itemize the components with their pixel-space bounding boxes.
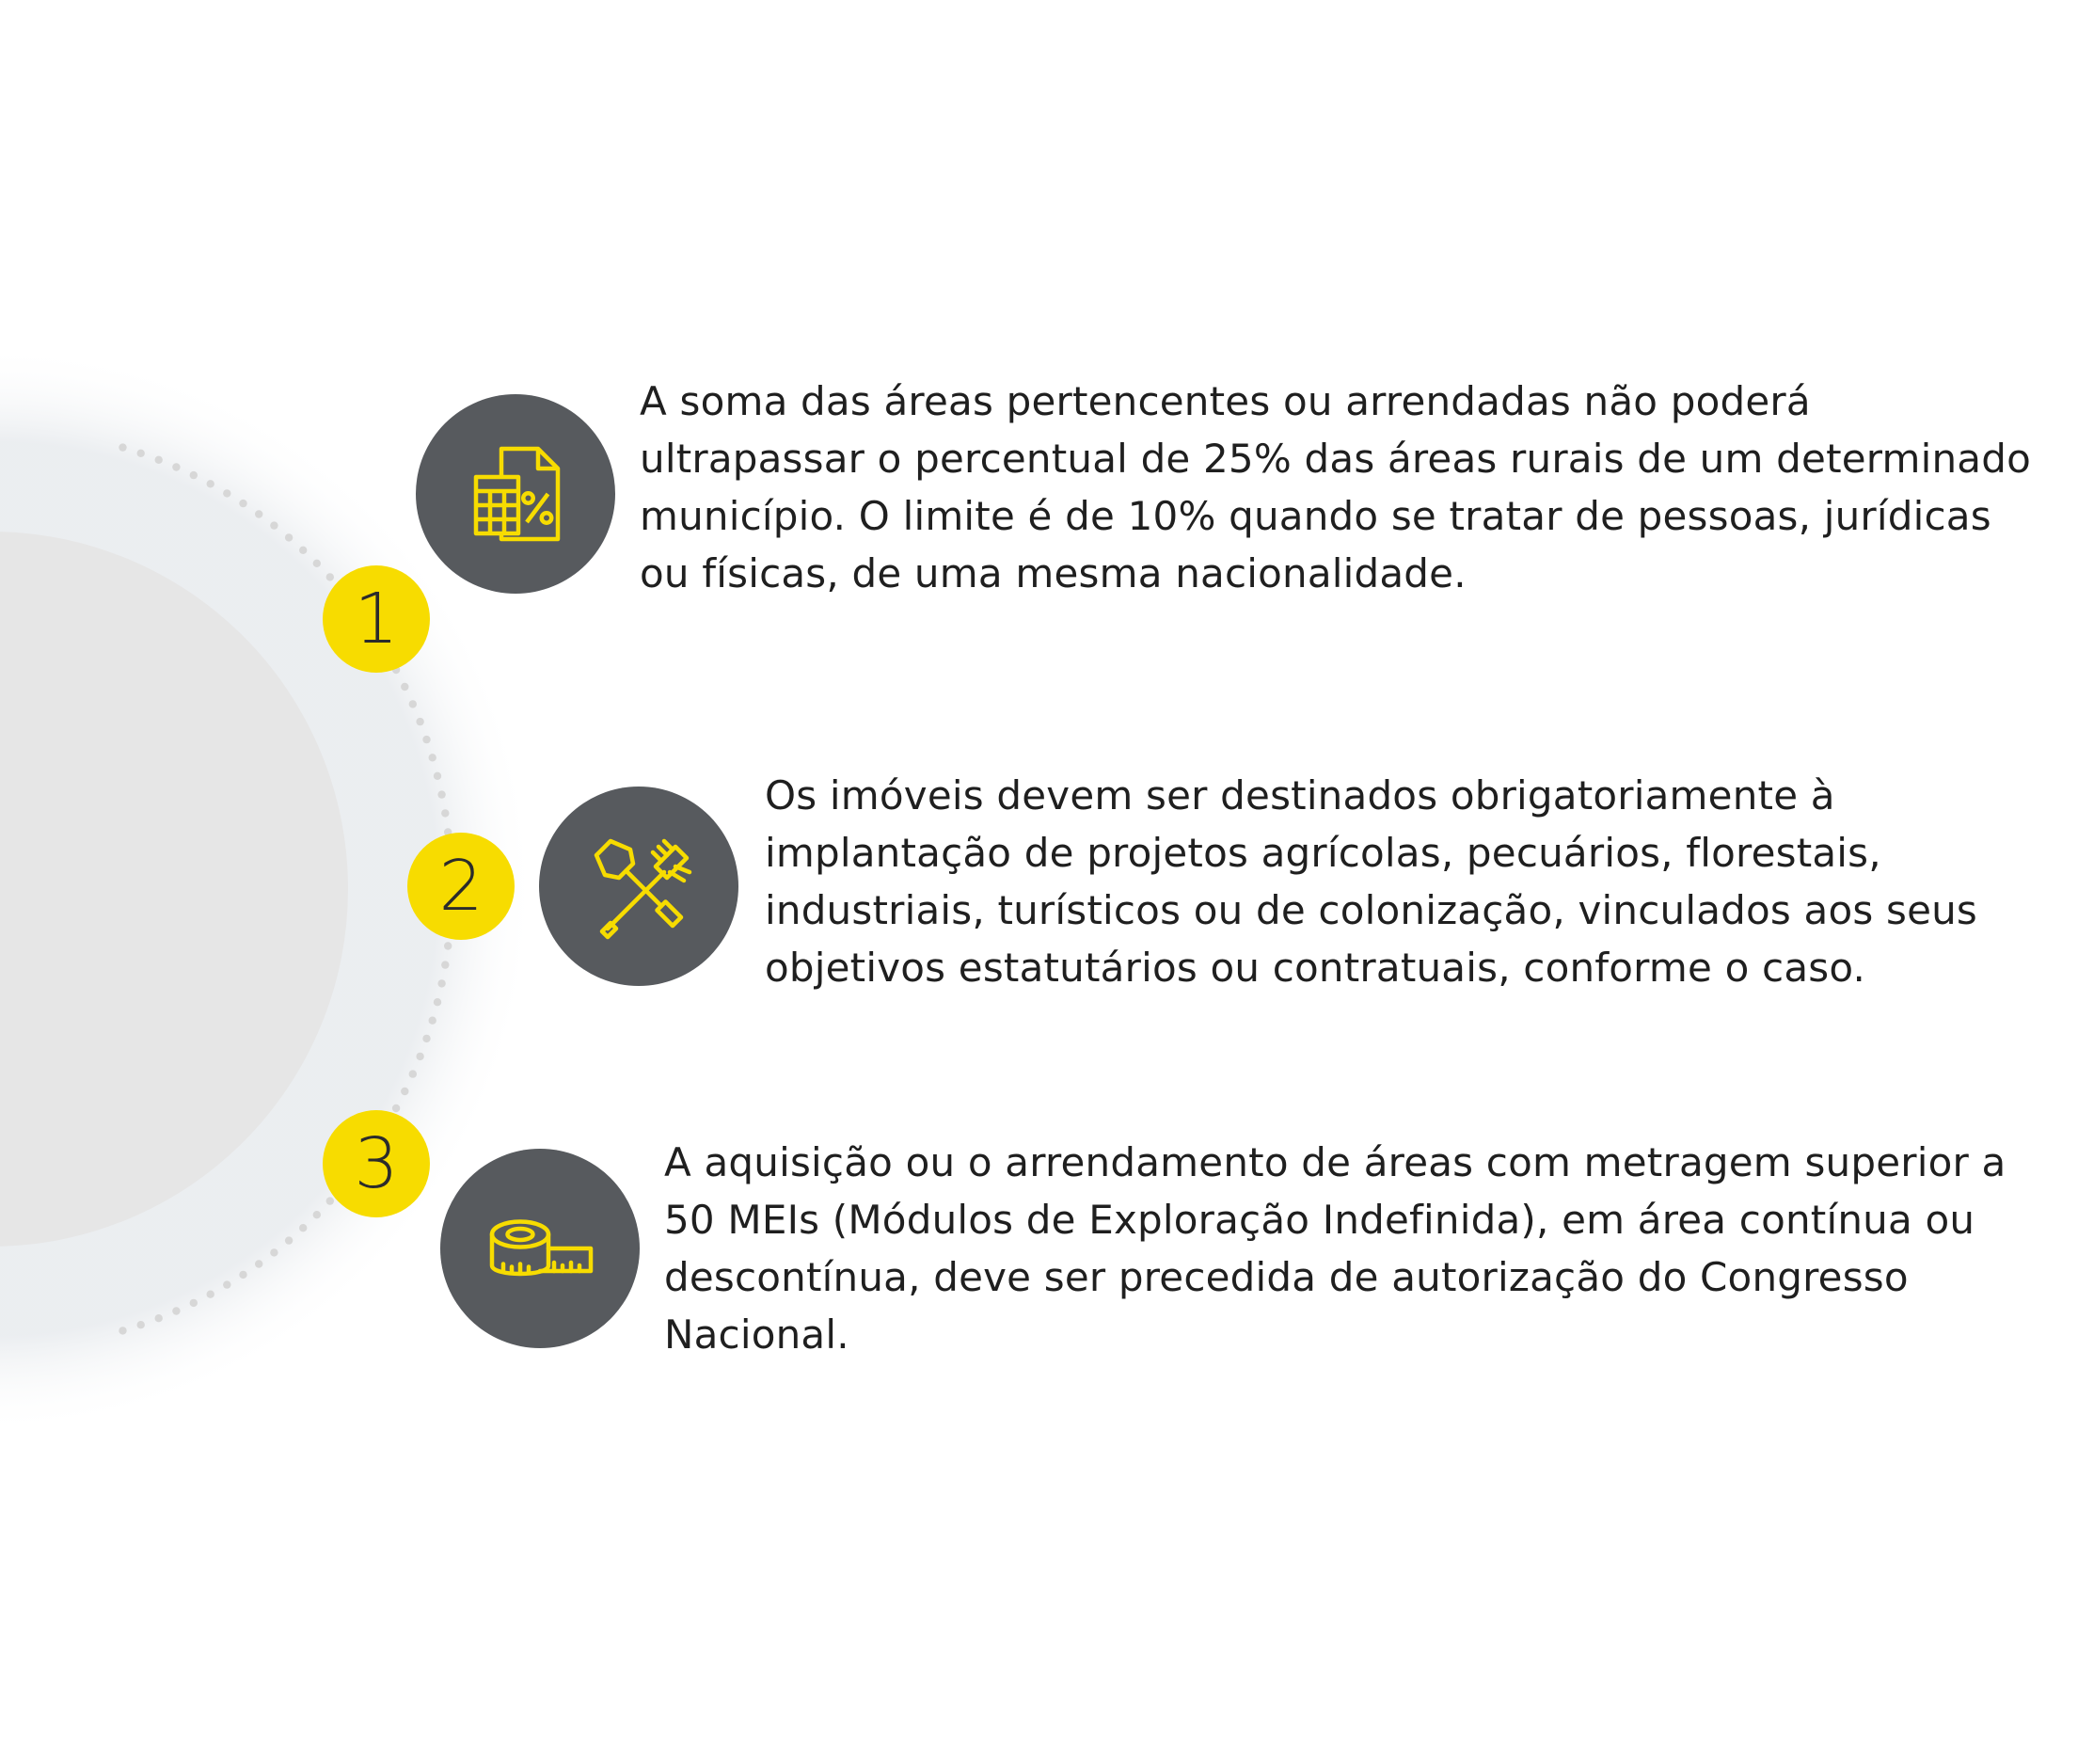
arc-dot xyxy=(437,979,446,988)
arc-dot xyxy=(312,559,321,567)
arc-dot xyxy=(444,942,452,950)
arc-dot xyxy=(401,1087,409,1096)
measuring-tape-icon xyxy=(489,1219,594,1277)
arc-dot xyxy=(422,735,431,744)
item-1-text: A soma das áreas pertencentes ou arrenda… xyxy=(640,378,2031,596)
arc-dot xyxy=(428,1016,436,1025)
arc-dot xyxy=(223,1280,231,1289)
arc-dot xyxy=(154,1314,163,1323)
arc-dot xyxy=(422,1034,431,1043)
arc-dot xyxy=(172,463,181,471)
arc-dot xyxy=(433,998,442,1007)
arc-dot xyxy=(325,573,334,581)
item-3-number-badge: 3 xyxy=(323,1110,430,1217)
arc-dot xyxy=(239,499,247,508)
arc-dot xyxy=(119,443,127,452)
arc-dot xyxy=(206,480,214,488)
arc-dot xyxy=(270,1248,278,1257)
arc-dot xyxy=(284,1236,293,1245)
arc-dot xyxy=(408,700,417,708)
arc-dot xyxy=(416,717,424,726)
arc-dot xyxy=(416,1052,424,1061)
arc-dot xyxy=(441,961,450,969)
item-1-icon-circle xyxy=(416,394,615,594)
arc-dot xyxy=(255,1260,263,1268)
arc-dot xyxy=(391,1104,401,1113)
arc-dot xyxy=(408,1070,417,1078)
arc-dot xyxy=(223,489,231,498)
arc-dot xyxy=(136,449,145,457)
item-2-number-badge: 2 xyxy=(407,833,515,940)
arc-dot xyxy=(172,1307,181,1315)
item-1-number-badge: 1 xyxy=(323,565,430,673)
large-gray-circle xyxy=(0,532,348,1247)
calculator-percent-document-icon xyxy=(473,446,561,542)
arc-dot xyxy=(433,771,442,780)
arc-dot xyxy=(284,533,293,542)
arc-dot xyxy=(441,809,450,818)
arc-dot xyxy=(189,1298,198,1308)
arc-dot xyxy=(299,546,308,554)
item-3-text: A aquisição ou o arrendamento de áreas c… xyxy=(664,1139,2007,1358)
arc-dot xyxy=(401,682,409,691)
arc-dot xyxy=(136,1321,145,1329)
arc-dot xyxy=(255,510,263,518)
arc-dot xyxy=(239,1270,247,1279)
arc-dot xyxy=(119,1327,127,1335)
shovel-rake-icon xyxy=(594,838,692,940)
arc-dot xyxy=(428,754,436,762)
arc-dot xyxy=(325,1197,334,1205)
arc-dot xyxy=(312,1211,321,1219)
item-3-icon-circle xyxy=(440,1149,640,1348)
item-2-icon-circle xyxy=(539,787,738,986)
arc-dot xyxy=(437,790,446,799)
arc-dot xyxy=(154,455,163,464)
arc-dot xyxy=(270,521,278,530)
arc-dot xyxy=(206,1290,214,1298)
arc-dot xyxy=(189,470,198,480)
arc-dot xyxy=(299,1224,308,1232)
item-2-text: Os imóveis devem ser destinados obrigato… xyxy=(765,772,1978,991)
